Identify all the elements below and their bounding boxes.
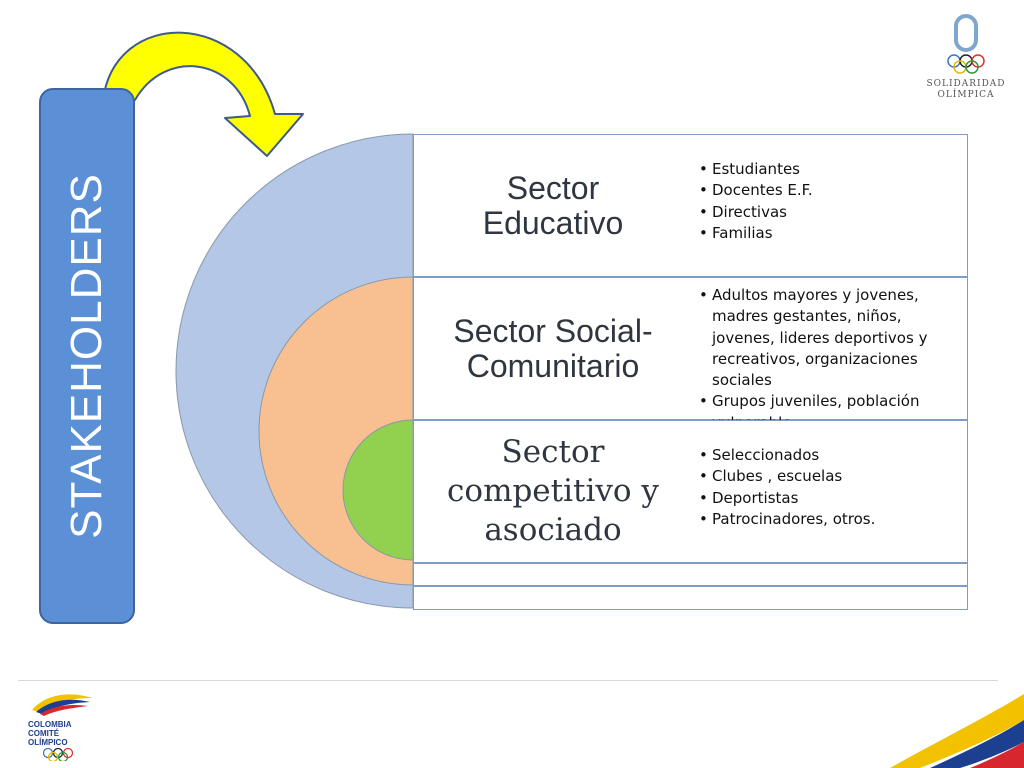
solidaridad-olimpica-logo: SOLIDARIDAD OLÍMPICA	[918, 12, 1014, 104]
sector-row-educativo: Sector Educativo Estudiantes Docentes E.…	[413, 134, 968, 277]
nested-arcs	[175, 133, 414, 609]
sector-bullets: Adultos mayores y jovenes, madres gestan…	[699, 285, 964, 434]
list-item: Familias	[699, 223, 964, 245]
list-item: Seleccionados	[699, 445, 964, 467]
list-item: Clubes , escuelas	[699, 466, 964, 488]
empty-row	[413, 586, 968, 610]
logo-emblem-icon	[947, 14, 985, 74]
sector-row-social: Sector Social-Comunitario Adultos mayore…	[413, 277, 968, 432]
list-item: Adultos mayores y jovenes, madres gestan…	[699, 285, 964, 391]
logo-text: SOLIDARIDAD OLÍMPICA	[926, 79, 1006, 100]
list-item: Deportistas	[699, 488, 964, 510]
list-item: Docentes E.F.	[699, 180, 964, 202]
inner-arc	[342, 419, 414, 561]
stakeholders-bar: STAKEHOLDERS	[39, 88, 135, 624]
curved-arrow-icon	[102, 31, 304, 157]
sector-title: Sector Social-Comunitario	[453, 313, 653, 385]
sector-row-competitivo: Sector competitivo y asociado Selecciona…	[413, 420, 968, 563]
sector-bullets: Estudiantes Docentes E.F. Directivas Fam…	[699, 159, 964, 244]
sector-bullets: Seleccionados Clubes , escuelas Deportis…	[699, 445, 964, 530]
footer-divider	[18, 680, 998, 681]
sector-title: Sector Educativo	[482, 170, 624, 242]
corner-swoosh-decoration	[890, 694, 1024, 768]
list-item: Directivas	[699, 202, 964, 224]
empty-row	[413, 563, 968, 586]
colombia-olympic-logo: COLOMBIA COMITÉ OLÍMPICO	[28, 690, 98, 763]
olympic-rings-icon	[42, 748, 74, 763]
sector-title: Sector competitivo y asociado	[447, 434, 659, 548]
list-item: Patrocinadores, otros.	[699, 509, 964, 531]
list-item: Estudiantes	[699, 159, 964, 181]
logo-flame-icon	[32, 694, 92, 716]
stakeholders-label: STAKEHOLDERS	[62, 173, 111, 539]
logo-text: COLOMBIA COMITÉ OLÍMPICO	[28, 720, 72, 747]
